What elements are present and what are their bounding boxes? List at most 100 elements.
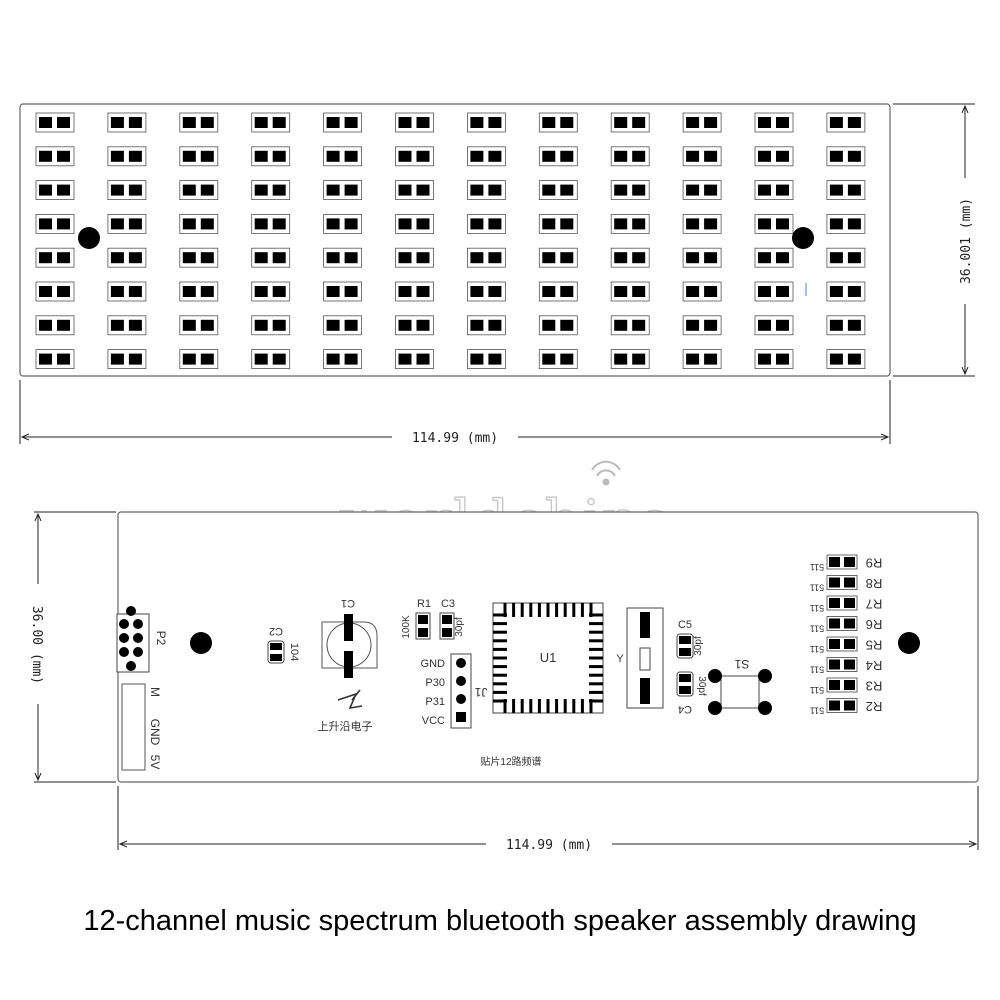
j1-header: GND P30 P31 VCC J1	[421, 653, 487, 729]
led-pad	[466, 315, 506, 336]
led-pad	[826, 146, 866, 167]
led-pad	[35, 213, 75, 234]
led-pad	[323, 180, 363, 201]
c2-label: C2	[269, 625, 283, 637]
led-pad	[826, 213, 866, 234]
led-pad	[323, 247, 363, 268]
led-pad	[35, 146, 75, 167]
bottom-board: P2 5V GND M C2 104 C1	[29, 511, 979, 853]
led-pad	[35, 281, 75, 302]
led-pad	[538, 180, 578, 201]
c3-value: 30pf	[454, 617, 465, 637]
top-height-label: 36.001 (mm)	[959, 198, 974, 284]
c3-label: C3	[441, 598, 455, 610]
chip-pin	[493, 656, 507, 660]
mounting-hole-left	[190, 632, 212, 654]
led-pad	[179, 247, 219, 268]
led-pad	[323, 349, 363, 370]
p2-label: P2	[154, 631, 168, 646]
chip-pin	[563, 699, 567, 713]
led-pad	[610, 180, 650, 201]
led-pad	[107, 112, 147, 133]
led-pad	[826, 247, 866, 268]
caption: 12-channel music spectrum bluetooth spea…	[83, 905, 917, 937]
led-pad	[754, 315, 794, 336]
brand-logo: 上升沿电子	[318, 689, 373, 733]
c4-capacitor: 30pf C4	[676, 671, 707, 715]
chip-pin	[512, 603, 516, 617]
c4-label: C4	[678, 703, 692, 715]
bottom-width-dimension: 114.99 (mm)	[117, 786, 979, 853]
s1-label: S1	[734, 657, 749, 671]
j1-p30-label: P30	[425, 677, 445, 689]
led-grid	[35, 112, 866, 370]
resistor-value: 511	[810, 603, 824, 613]
top-width-dimension: 114.99 (mm)	[19, 380, 891, 446]
led-pad	[754, 281, 794, 302]
chip-pin	[589, 639, 603, 643]
led-pad	[107, 247, 147, 268]
chip-pin	[493, 639, 507, 643]
resistor-ref: R6	[866, 617, 883, 632]
j1-vcc-label: VCC	[422, 715, 445, 727]
led-pad	[538, 281, 578, 302]
led-pad	[754, 146, 794, 167]
top-board-outline	[19, 103, 891, 377]
resistor-ref: R3	[866, 679, 883, 694]
resistor-ref: R9	[866, 556, 883, 571]
chip-pin	[493, 699, 507, 703]
led-pad	[466, 213, 506, 234]
j1-p31-label: P31	[425, 696, 445, 708]
led-pad	[107, 180, 147, 201]
r1-label: R1	[417, 598, 431, 610]
chip-pin	[493, 647, 507, 651]
led-pad	[35, 247, 75, 268]
bottom-width-label: 114.99 (mm)	[506, 838, 592, 853]
chip-pin	[589, 603, 593, 617]
resistor-ref: R4	[866, 658, 883, 673]
led-pad	[395, 180, 434, 201]
resistor-value: 511	[810, 665, 824, 675]
led-pad	[466, 281, 506, 302]
led-pad	[754, 213, 794, 234]
power-connector: 5V GND M	[121, 683, 162, 771]
led-pad	[610, 213, 650, 234]
resistor-value: 511	[810, 624, 824, 634]
j1-gnd-label: GND	[421, 658, 446, 670]
resistor-r4: 511 R4	[810, 657, 883, 675]
led-pad	[538, 349, 578, 370]
p2-connector: P2	[116, 606, 168, 673]
top-height-dimension: 36.001 (mm)	[893, 103, 975, 377]
chip-pin	[572, 603, 576, 617]
led-pad	[179, 112, 219, 133]
led-pad	[538, 247, 578, 268]
chip-pin	[493, 613, 507, 617]
resistor-ref: R2	[866, 699, 883, 714]
led-pad	[251, 315, 291, 336]
led-pad	[610, 349, 650, 370]
led-pad	[826, 315, 866, 336]
led-pad	[754, 349, 794, 370]
resistor-value: 511	[810, 685, 824, 695]
led-pad	[395, 146, 434, 167]
led-pad	[179, 213, 219, 234]
mounting-hole-right	[898, 632, 920, 654]
led-pad	[179, 349, 219, 370]
led-pad	[395, 349, 434, 370]
resistor-value: 511	[810, 644, 824, 654]
led-pad	[251, 112, 291, 133]
led-pad	[682, 112, 722, 133]
chip-pin	[555, 699, 559, 713]
bottom-height-label: 36.00 (mm)	[29, 606, 44, 684]
mounting-hole-left	[78, 227, 100, 249]
led-pad	[610, 112, 650, 133]
led-pad	[826, 112, 866, 133]
c1-capacitor: C1	[321, 597, 378, 678]
chip-pin	[589, 665, 603, 669]
led-pad	[251, 349, 291, 370]
led-pad	[35, 349, 75, 370]
chip-pin	[493, 622, 507, 626]
